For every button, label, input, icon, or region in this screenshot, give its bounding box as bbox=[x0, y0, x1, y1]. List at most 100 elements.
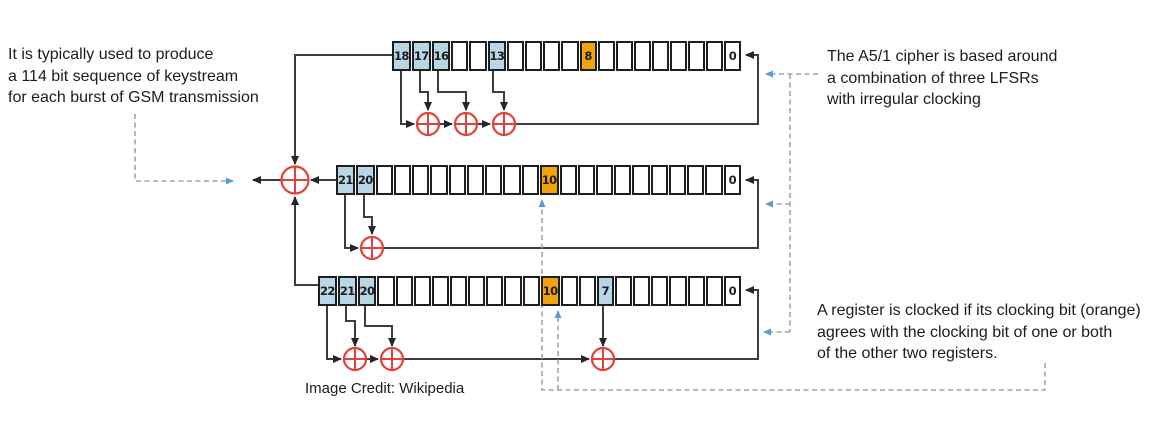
lfsr2-feedback-line bbox=[383, 176, 759, 249]
register-cell bbox=[469, 41, 487, 71]
register-cell-0: 0 bbox=[723, 276, 741, 306]
register-cell-20: 20 bbox=[357, 276, 377, 306]
note-line: agrees with the clocking bit of one or b… bbox=[817, 323, 1113, 341]
register-cell bbox=[486, 276, 504, 306]
register-cell bbox=[651, 41, 669, 71]
register-cell bbox=[543, 41, 561, 71]
register-cell bbox=[451, 41, 469, 71]
lfsr3-feedback-line bbox=[614, 286, 759, 360]
register-cell bbox=[650, 165, 668, 195]
note-clocking-rule: A register is clocked if its clocking bi… bbox=[817, 300, 1141, 365]
lfsr1-tap18-line bbox=[400, 71, 415, 128]
register-cell bbox=[468, 276, 486, 306]
register-cell bbox=[393, 165, 412, 195]
register-cell bbox=[597, 41, 615, 71]
note-line: a combination of three LFSRs bbox=[827, 69, 1039, 87]
note-line: for each burst of GSM transmission bbox=[8, 89, 259, 106]
lfsr3-wiring bbox=[291, 196, 759, 363]
lfsr1-tap17-line bbox=[419, 71, 432, 111]
register-cell bbox=[522, 276, 540, 306]
register-cell bbox=[412, 165, 430, 195]
xor-gate bbox=[453, 111, 479, 137]
register-cell bbox=[687, 276, 705, 306]
image-credit: Image Credit: Wikipedia bbox=[305, 380, 465, 397]
register-cell bbox=[450, 276, 468, 306]
lfsr1-output-line bbox=[291, 54, 392, 165]
register-cell bbox=[525, 41, 543, 71]
note-lfsr-combination: The A5/1 cipher is based around a combin… bbox=[827, 46, 1057, 111]
note-line: A register is clocked if its clocking bi… bbox=[817, 302, 1141, 319]
register-cell bbox=[705, 276, 723, 306]
lfsr3-tap21-line bbox=[345, 306, 359, 347]
register-cell bbox=[577, 165, 596, 195]
lfsr1-tap16-line bbox=[437, 71, 470, 111]
register-cell bbox=[633, 276, 651, 306]
register-cell bbox=[615, 41, 633, 71]
register-cell bbox=[485, 165, 503, 195]
register-cell bbox=[614, 165, 632, 195]
register-cell-17: 17 bbox=[411, 41, 431, 71]
register-cell bbox=[632, 165, 650, 195]
register-cell bbox=[507, 41, 525, 71]
register-cell bbox=[687, 41, 705, 71]
register-cell-16: 16 bbox=[431, 41, 451, 71]
register-cell-10: 10 bbox=[540, 276, 560, 306]
register-cell bbox=[668, 165, 687, 195]
register-cell-8: 8 bbox=[579, 41, 597, 71]
register-cell bbox=[521, 165, 539, 195]
xor-gate bbox=[359, 235, 385, 261]
register-cell bbox=[578, 276, 596, 306]
xor-gate bbox=[415, 111, 441, 137]
register-cell-21: 21 bbox=[336, 165, 355, 195]
register-cell bbox=[431, 276, 449, 306]
register-cell-22: 22 bbox=[318, 276, 337, 306]
register-cell bbox=[504, 276, 522, 306]
register-cell bbox=[614, 276, 633, 306]
register-cell bbox=[503, 165, 521, 195]
register-cell bbox=[413, 276, 431, 306]
register-cell bbox=[559, 165, 577, 195]
register-cell-7: 7 bbox=[596, 276, 614, 306]
lfsr2-tap21-line bbox=[344, 195, 359, 252]
note-line: of the other two registers. bbox=[817, 345, 998, 362]
register-cell bbox=[633, 41, 651, 71]
xor-gate bbox=[590, 346, 616, 372]
note-line: with irregular clocking bbox=[827, 91, 981, 108]
register-cell bbox=[377, 276, 395, 306]
lfsr1-feedback-line bbox=[515, 51, 759, 125]
xor-gate bbox=[491, 111, 517, 137]
xor-gate bbox=[379, 346, 405, 372]
lfsr3-output-line bbox=[291, 196, 318, 286]
register-cell bbox=[448, 165, 466, 195]
register-cell-18: 18 bbox=[392, 41, 411, 71]
register-cell bbox=[596, 165, 614, 195]
register-cell bbox=[560, 276, 578, 306]
register-cell-13: 13 bbox=[487, 41, 507, 71]
xor-gate bbox=[342, 346, 368, 372]
output-combiner-xor-gate bbox=[280, 165, 310, 195]
keystream-note-connector bbox=[134, 114, 234, 185]
register-cell-20: 20 bbox=[355, 165, 375, 195]
register-cell bbox=[669, 41, 687, 71]
register-cell bbox=[430, 165, 448, 195]
register-cell bbox=[395, 276, 413, 306]
register-cell bbox=[669, 276, 687, 306]
register-cell bbox=[375, 165, 393, 195]
register-cell-0: 0 bbox=[723, 165, 741, 195]
lfsr3-tap22-line bbox=[326, 306, 342, 363]
register-cell-21: 21 bbox=[337, 276, 357, 306]
register-cell bbox=[651, 276, 669, 306]
register-cell-10: 10 bbox=[539, 165, 559, 195]
register-cell bbox=[687, 165, 705, 195]
note-line: The A5/1 cipher is based around bbox=[827, 48, 1058, 65]
lfsr3-tap20-line bbox=[364, 306, 396, 347]
note-line: It is typically used to produce bbox=[8, 46, 214, 63]
register-cell bbox=[705, 41, 723, 71]
lfsr1-tap13-line bbox=[492, 71, 508, 111]
note-line: a 114 bit sequence of keystream bbox=[8, 67, 239, 85]
